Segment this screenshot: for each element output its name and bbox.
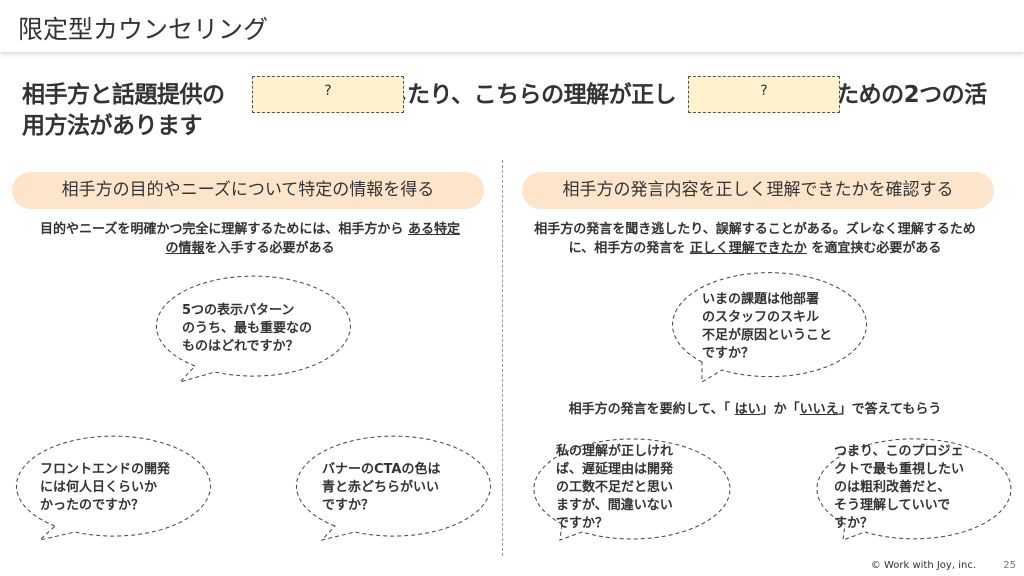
bubble-text: 5つの表示パターン のうち、最も重要なの ものはどれですか？ [182,303,313,354]
desc-text: 相手方の発言を聞き逃したり、誤解することがある。ズレなく理解するため [534,222,976,237]
bubble-text: つまり、このプロジェ クトで最も重視したい のは粗利改善だと、 そう理解していい… [834,444,965,531]
lead-bold: 正し [631,82,677,108]
lead-part1: 相手方と話題提供の [22,82,225,108]
speech-bubble-1 [155,275,351,383]
desc-underline: 正しく理解できたか [689,241,807,256]
lead-part2: したり、こちらの理解が [384,82,632,108]
summary-instruction: 相手方の発言を要約して、「 はい」か「いいえ」で答えてもらう [520,398,990,417]
page-title: 限定型カウンセリング [18,15,269,44]
speech-bubble-4 [672,272,868,383]
mid-text: 」で答えてもらう [838,402,942,417]
left-heading: 相手方の目的やニーズについて特定の情報を得る [12,172,484,209]
right-heading: 相手方の発言内容を正しく理解できたかを確認する [522,172,994,209]
bubble-text: いまの課題は他部署 のスタッフのスキル 不足が原因ということ ですか？ [702,292,833,361]
bubble-text: バナーのCTAの色は 青と赤どちらがいい ですか？ [322,462,441,513]
blank-box-2[interactable]: ? [688,76,840,113]
lead-text: 相手方と話題提供の したり、こちらの理解が正し ための2つの活用方法があります [22,80,1012,142]
mid-no: いいえ [799,402,839,417]
blank-box-1[interactable]: ? [252,76,404,113]
speech-bubble-3 [295,435,491,541]
speech-bubble-6 [816,438,1012,541]
copyright: © Work with Joy, inc. [870,560,976,571]
lead-part3: ための2つの活 [836,82,987,108]
mid-text: 」か「 [760,402,800,417]
desc-text: に、相手方の発言を [568,241,690,256]
mid-yes: はい [734,402,761,417]
desc-text: を入手する必要がある [204,241,335,256]
bubble-text: 私の理解が正しけれ ば、遅延理由は開発 の工数不足だと思い ますが、間違いない … [556,444,674,531]
desc-text: を適宜挟む必要がある [806,241,942,256]
page-number: 25 [1003,560,1016,571]
desc-text: 目的やニーズを明確かつ完全に理解するためには、相手方から [40,222,408,237]
speech-bubble-5 [533,438,731,541]
column-divider [502,160,503,556]
mid-text: 相手方の発言を要約して、「 [568,402,735,417]
lead-line2: 用方法があります [22,113,203,139]
speech-bubble-2 [15,435,211,541]
desc-underline: ある特定 [407,222,460,237]
right-description: 相手方の発言を聞き逃したり、誤解することがある。ズレなく理解するために、相手方の… [515,220,995,258]
left-description: 目的やニーズを明確かつ完全に理解するためには、相手方から ある特定の情報を入手す… [10,220,490,258]
bubble-text: フロントエンドの開発 には何人日くらいか かったのですか？ [40,462,171,513]
title-bar: 限定型カウンセリング [0,0,1024,52]
desc-underline: の情報 [165,241,205,256]
